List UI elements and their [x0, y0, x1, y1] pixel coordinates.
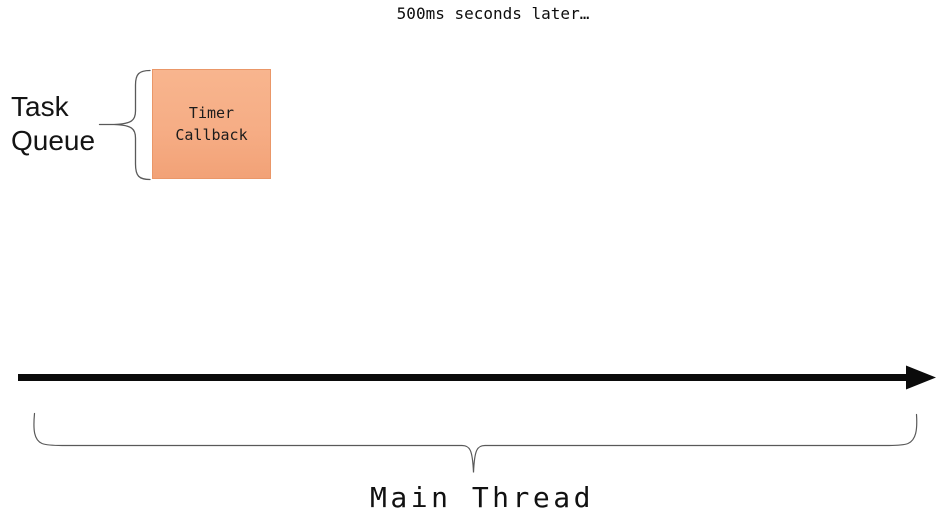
timer-callback-label-line2: Callback — [175, 126, 248, 144]
task-queue-label: Task Queue — [11, 90, 95, 158]
diagram-title: 500ms seconds later… — [396, 4, 590, 23]
main-thread-label: Main Thread — [370, 481, 594, 514]
timer-callback-box: Timer Callback — [152, 69, 271, 179]
main-thread-arrowhead-icon — [906, 365, 936, 390]
main-thread-brace-icon — [33, 412, 918, 473]
task-queue-label-line2: Queue — [11, 125, 96, 156]
task-queue-label-line1: Task — [11, 91, 69, 122]
timer-callback-label-line1: Timer — [188, 104, 235, 122]
task-queue-brace-icon — [98, 69, 151, 181]
